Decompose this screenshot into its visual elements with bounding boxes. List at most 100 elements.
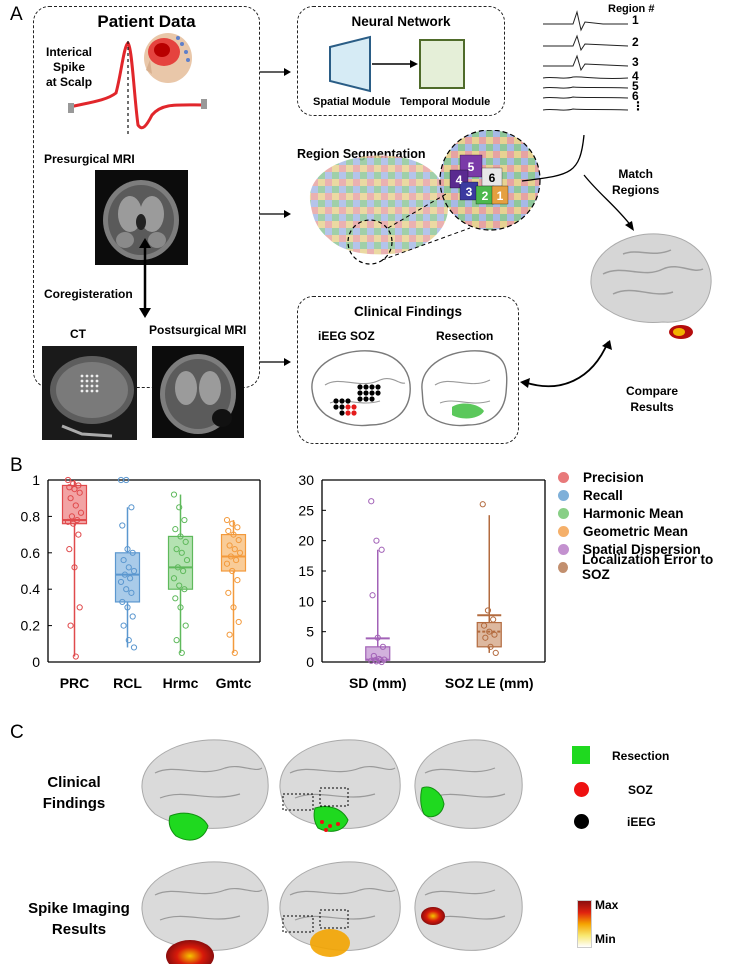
data-point bbox=[127, 575, 134, 582]
y-tick-label: 0.4 bbox=[21, 581, 41, 597]
data-point bbox=[170, 575, 178, 582]
region-numbers: 1 2 3 4 5 6 ⋮ bbox=[632, 13, 644, 113]
data-point bbox=[128, 589, 135, 596]
data-point bbox=[491, 631, 498, 638]
data-point bbox=[64, 518, 72, 525]
seg-number: 6 bbox=[489, 171, 496, 185]
y-tick-label: 5 bbox=[306, 624, 314, 640]
colorbar-max-label: Max bbox=[595, 898, 619, 912]
data-point bbox=[235, 618, 242, 626]
data-point bbox=[70, 480, 77, 487]
panel-c-brains bbox=[141, 739, 523, 964]
spatial-module-label: Spatial Module bbox=[313, 96, 391, 108]
compare-results-arrow bbox=[520, 340, 612, 388]
ct-image bbox=[42, 346, 137, 440]
y-tick-label: 0.6 bbox=[21, 545, 41, 561]
data-point bbox=[236, 549, 244, 556]
legend-item-recall: Recall bbox=[558, 486, 730, 504]
data-point bbox=[227, 553, 234, 560]
legend-item-spatial: Spatial Dispersion bbox=[558, 540, 730, 558]
match-regions-arrow bbox=[521, 135, 634, 231]
data-point bbox=[235, 536, 242, 544]
data-point bbox=[74, 516, 81, 524]
data-point bbox=[225, 589, 232, 596]
data-point bbox=[229, 520, 236, 527]
legend-dot bbox=[558, 489, 569, 501]
data-point bbox=[173, 546, 180, 553]
ieeg-swatch bbox=[574, 814, 589, 829]
data-point bbox=[177, 604, 184, 611]
data-point bbox=[176, 582, 183, 589]
legend-dot bbox=[558, 543, 569, 555]
data-point bbox=[178, 649, 185, 656]
data-point bbox=[180, 567, 187, 575]
x-category-label: PRC bbox=[60, 675, 90, 691]
x-category-label: Gmtc bbox=[216, 675, 252, 691]
data-point bbox=[231, 546, 238, 553]
clinical-findings-title: Clinical Findings bbox=[353, 304, 462, 319]
y-tick-label: 0.8 bbox=[21, 508, 41, 524]
region-traces bbox=[543, 10, 629, 111]
panel-a-letter: A bbox=[10, 4, 23, 25]
region-header: Region # bbox=[608, 3, 655, 15]
data-point bbox=[178, 549, 185, 556]
data-point bbox=[177, 533, 184, 540]
data-point bbox=[223, 516, 231, 524]
data-point bbox=[174, 564, 181, 571]
soz-legend-label: SOZ bbox=[628, 783, 653, 797]
data-point bbox=[486, 628, 493, 635]
data-point bbox=[124, 604, 131, 611]
panel-b-letter: B bbox=[10, 455, 23, 476]
data-point bbox=[176, 504, 183, 511]
data-point bbox=[123, 476, 130, 484]
temporal-module-label: Temporal Module bbox=[400, 96, 491, 108]
data-point bbox=[117, 578, 125, 586]
patient-data-arrows bbox=[260, 68, 291, 366]
x-category-label: SOZ LE (mm) bbox=[445, 675, 534, 691]
x-category-label: SD (mm) bbox=[349, 675, 407, 691]
presurgical-mri-label: Presurgical MRI bbox=[44, 152, 135, 166]
data-point bbox=[233, 556, 240, 564]
data-point bbox=[484, 607, 492, 614]
resection-swatch bbox=[572, 746, 590, 764]
colorbar bbox=[577, 900, 592, 948]
neural-network-box bbox=[297, 6, 505, 116]
postsurgical-mri-label: Postsurgical MRI bbox=[149, 323, 247, 337]
x-category-label: RCL bbox=[113, 675, 142, 691]
data-point bbox=[373, 537, 380, 544]
data-point bbox=[173, 637, 180, 644]
data-point bbox=[119, 598, 126, 606]
scalp-head-image bbox=[144, 33, 192, 83]
data-point bbox=[75, 531, 82, 538]
seg-number: 2 bbox=[482, 189, 489, 203]
data-point bbox=[76, 489, 83, 496]
data-point bbox=[129, 613, 136, 620]
data-point bbox=[67, 622, 74, 629]
data-point bbox=[378, 658, 385, 666]
y-tick-label: 1 bbox=[32, 472, 40, 488]
legend-item-precision: Precision bbox=[558, 468, 730, 486]
y-tick-label: 0 bbox=[306, 654, 314, 670]
data-point bbox=[226, 542, 233, 549]
data-point bbox=[181, 516, 188, 524]
panel-c-letter: C bbox=[10, 722, 24, 743]
y-tick-label: 10 bbox=[298, 593, 314, 609]
data-point bbox=[490, 616, 497, 623]
data-point bbox=[120, 622, 127, 629]
seg-number: 4 bbox=[456, 173, 463, 187]
data-point bbox=[479, 501, 486, 508]
clinical-findings-box bbox=[297, 296, 519, 444]
postsurgical-mri-image bbox=[152, 346, 244, 438]
data-point bbox=[125, 637, 132, 644]
data-point bbox=[119, 522, 126, 529]
data-point bbox=[75, 482, 82, 489]
colorbar-min-label: Min bbox=[595, 932, 616, 946]
data-point bbox=[128, 504, 135, 511]
clinical-findings-brains bbox=[311, 350, 508, 427]
data-point bbox=[182, 538, 189, 545]
data-point bbox=[77, 509, 85, 516]
